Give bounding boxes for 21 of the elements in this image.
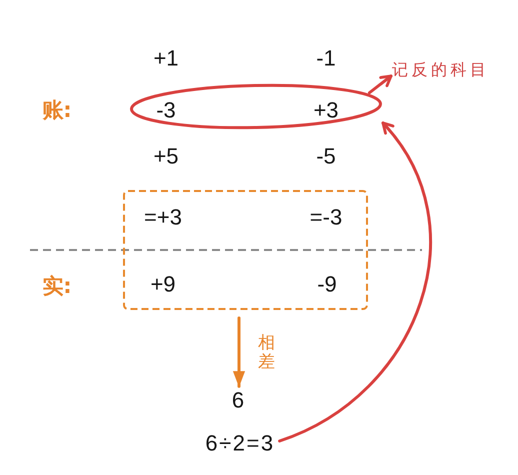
dashed-box [123, 190, 368, 310]
arrow [232, 316, 246, 388]
number-text: -9 [317, 271, 337, 297]
number-text: +9 [150, 271, 176, 297]
edge-label: 相差 [258, 334, 275, 372]
result-number: 6 [232, 387, 244, 413]
number-text: +1 [153, 45, 179, 71]
number-text: =+3 [144, 204, 182, 230]
number-text: -3 [156, 97, 176, 123]
number-text: =-3 [310, 204, 342, 230]
number-text: -1 [316, 45, 336, 71]
highlight-ellipse [130, 84, 382, 129]
number-text: +5 [153, 143, 179, 169]
arrow [368, 74, 392, 94]
curved-arrow [278, 122, 432, 442]
formula-text: 6÷2=3 [205, 430, 275, 456]
number-text: -5 [316, 143, 336, 169]
number-text: +3 [313, 97, 339, 123]
row-label: 实: [42, 274, 72, 298]
annotation-text: 记反的科目 [392, 62, 490, 80]
row-label: 账: [42, 98, 72, 122]
